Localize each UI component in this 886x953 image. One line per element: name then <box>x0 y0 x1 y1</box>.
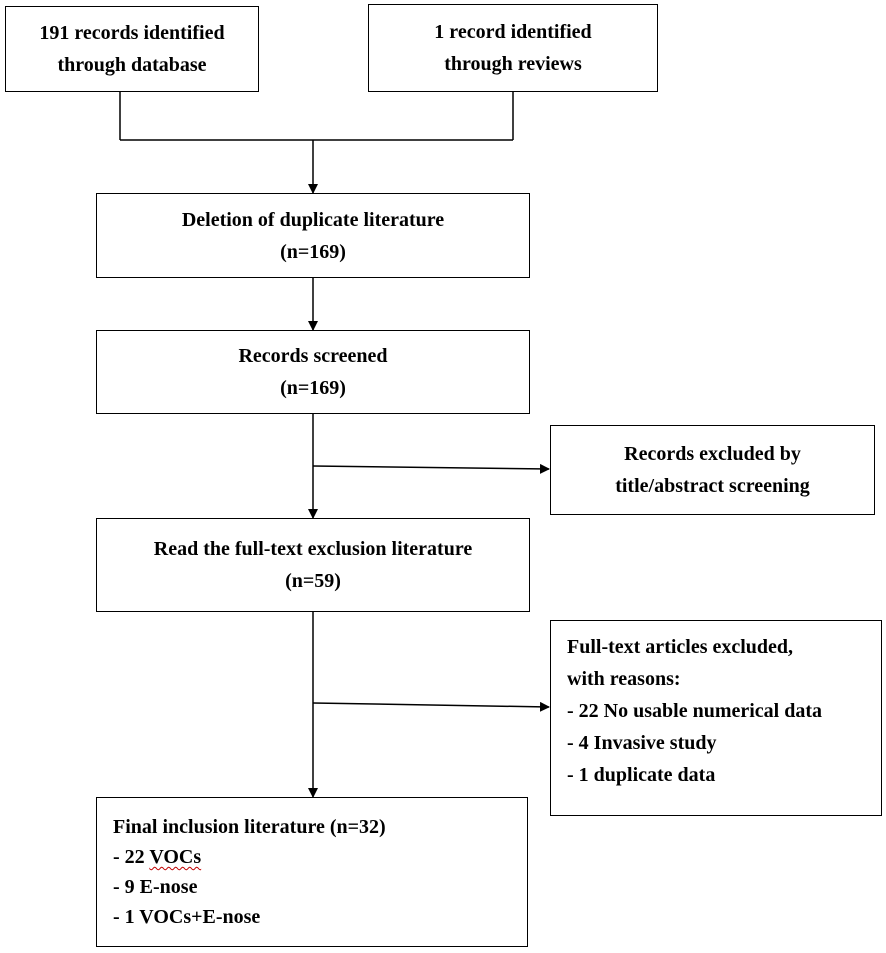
full-text-excluded-title2: with reasons: <box>567 668 681 690</box>
final-inclusion-box: Final inclusion literature (n=32) - 22 V… <box>96 797 528 947</box>
full-text-excluded-title1: Full-text articles excluded, <box>567 636 794 658</box>
final-inclusion-vocs: - 22 VOCs <box>113 842 527 872</box>
source-database-line1: 191 records identified <box>39 22 225 44</box>
source-database-line2: through database <box>57 54 207 76</box>
final-inclusion-vocs-term: VOCs <box>149 846 202 868</box>
full-text-read-box: Read the full-text exclusion literature … <box>96 518 530 612</box>
excluded-title-abstract-line1: Records excluded by <box>624 443 801 465</box>
source-reviews-line2: through reviews <box>444 53 582 75</box>
source-reviews-box: 1 record identified through reviews <box>368 4 658 92</box>
final-inclusion-vocs-enose: - 1 VOCs+E-nose <box>113 906 261 928</box>
screened-line1: Records screened <box>238 345 388 367</box>
excluded-title-abstract-box: Records excluded by title/abstract scree… <box>550 425 875 515</box>
screened-count: (n=169) <box>280 377 346 399</box>
exclusion-reason-duplicate-data: - 1 duplicate data <box>567 764 716 786</box>
source-reviews-line1: 1 record identified <box>434 21 592 43</box>
exclusion-reason-no-numerical-data: - 22 No usable numerical data <box>567 700 822 722</box>
excluded-title-abstract-line2: title/abstract screening <box>615 475 810 497</box>
full-text-read-count: (n=59) <box>285 570 341 592</box>
final-inclusion-enose: - 9 E-nose <box>113 876 198 898</box>
exclusion-reason-invasive-study: - 4 Invasive study <box>567 732 717 754</box>
arrow-to-full-text-excluded <box>312 701 550 712</box>
duplicates-removed-box: Deletion of duplicate literature (n=169) <box>96 193 530 278</box>
duplicates-removed-line1: Deletion of duplicate literature <box>181 208 445 231</box>
screened-box: Records screened (n=169) <box>96 330 530 414</box>
final-inclusion-vocs-prefix: - 22 <box>113 846 150 868</box>
arrow-to-excluded-title-abstract <box>312 463 550 474</box>
final-inclusion-title: Final inclusion literature (n=32) <box>113 816 386 838</box>
source-database-box: 191 records identified through database <box>5 6 259 92</box>
full-text-read-line1: Read the full-text exclusion literature <box>153 538 473 560</box>
duplicates-removed-count: (n=169) <box>280 240 346 263</box>
full-text-excluded-box: Full-text articles excluded, with reason… <box>550 620 882 816</box>
